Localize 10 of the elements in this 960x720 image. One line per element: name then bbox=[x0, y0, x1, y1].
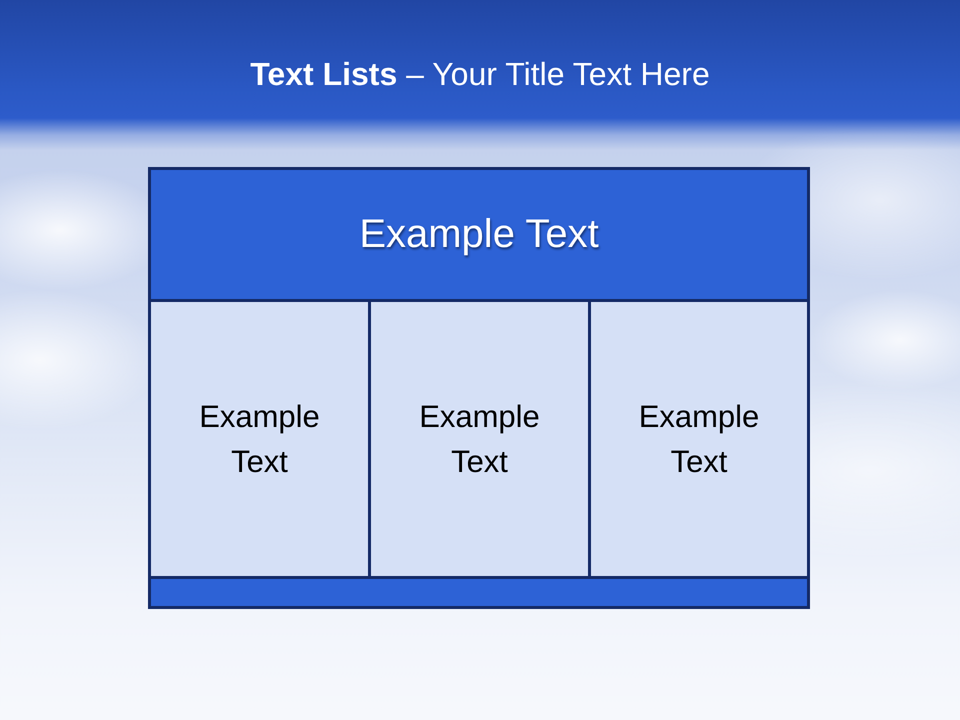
table-cell bbox=[368, 299, 591, 579]
cell-text: Example Text bbox=[638, 398, 760, 481]
table-cell bbox=[148, 299, 371, 579]
cell-text: Example Text bbox=[198, 398, 321, 481]
header-text: Example Text bbox=[359, 212, 599, 257]
cell-text: Example Text bbox=[418, 398, 541, 481]
footer-bar bbox=[148, 576, 810, 609]
table-cell bbox=[588, 299, 810, 579]
slide-title: Text Lists – Your Title Text Here bbox=[250, 55, 710, 94]
header-band bbox=[148, 167, 810, 302]
